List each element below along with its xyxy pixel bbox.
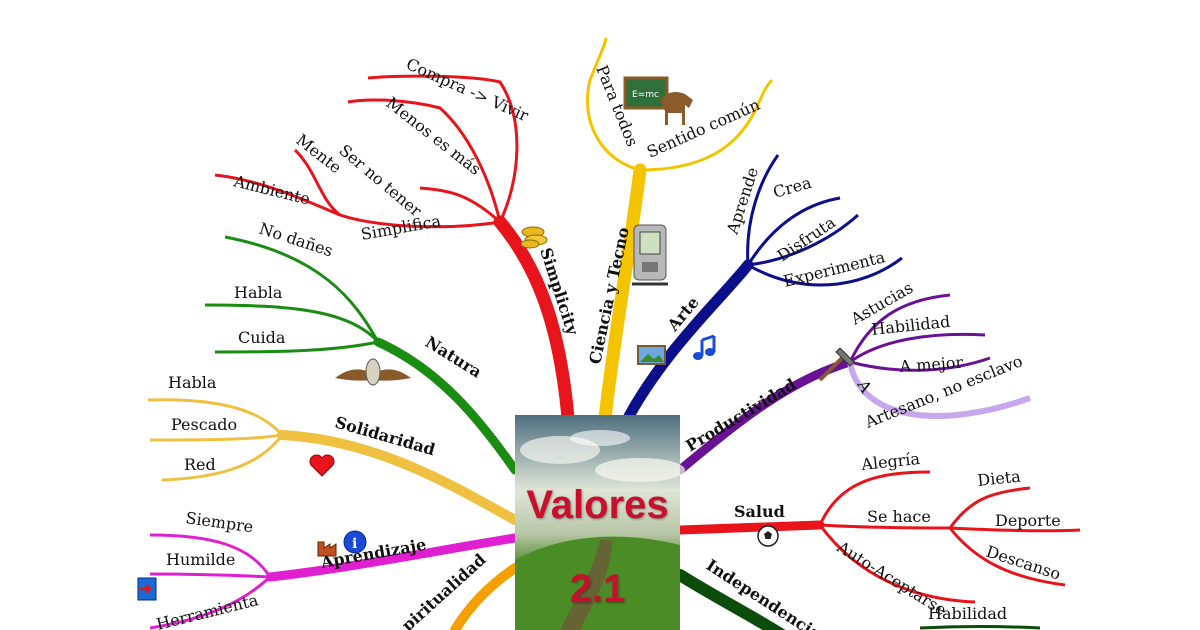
owl-icon: [335, 358, 411, 386]
leaf-no-danes: No dañes: [257, 219, 336, 261]
branch-simplicity[interactable]: [214, 74, 575, 425]
branch-espiritualidad[interactable]: [450, 563, 520, 630]
leaf-disfruta: Disfruta: [774, 212, 840, 265]
leaf-siempre: Siempre: [184, 508, 254, 536]
leaf-habilidad-indep: Habilidad: [928, 604, 1007, 623]
soccer-ball-icon: [757, 525, 779, 547]
leaf-simplifica: Simplifica: [359, 211, 442, 244]
heart-icon: [309, 454, 335, 477]
leaf-pescado: Pescado: [171, 415, 237, 434]
leaf-dieta: Dieta: [976, 466, 1022, 489]
central-topic[interactable]: Valores 2.1: [515, 415, 680, 630]
picture-icon: [637, 345, 666, 365]
branch-arte[interactable]: [622, 154, 903, 424]
branch-natura[interactable]: [204, 235, 520, 475]
leaf-a-mejor: A mejor: [898, 353, 964, 376]
branch-aprendizaje[interactable]: [149, 533, 520, 630]
leaf-crea: Crea: [771, 173, 814, 202]
leaf-alegria: Alegría: [859, 449, 921, 474]
hammer-icon: [818, 347, 855, 382]
coins-icon: [520, 226, 548, 249]
central-topic-version: 2.1: [569, 567, 626, 611]
leaf-habla-solid: Habla: [168, 373, 217, 392]
leaf-humilde: Humilde: [166, 550, 235, 569]
branch-solidaridad[interactable]: [147, 398, 520, 525]
branch-label-productividad: Productividad: [682, 375, 799, 456]
leaf-red: Red: [184, 455, 216, 474]
branch-ciencia[interactable]: [585, 37, 774, 425]
info-icon: i: [343, 530, 367, 554]
svg-text:E=mc: E=mc: [632, 90, 659, 100]
pda-icon: [632, 224, 668, 286]
central-topic-title: Valores: [526, 483, 669, 527]
factory-icon: [317, 541, 337, 557]
branch-independencia[interactable]: [674, 569, 1041, 630]
exit-door-icon[interactable]: [137, 577, 157, 601]
center-image: [515, 415, 685, 630]
leaf-cuida: Cuida: [238, 328, 286, 347]
chalkboard-horse-icon: E=mc: [623, 76, 693, 125]
leaf-deporte: Deporte: [995, 511, 1061, 530]
leaf-ambiente: Ambiente: [231, 171, 312, 208]
svg-text:i: i: [352, 536, 357, 552]
leaf-se-hace: Se hace: [867, 507, 931, 526]
music-note-icon: [693, 334, 716, 360]
branch-label-espiritualidad: piritualidad: [398, 550, 490, 630]
branch-label-salud: Salud: [734, 502, 785, 521]
branch-salud[interactable]: [675, 470, 1081, 604]
leaf-ser-no-tener: Ser no tener: [335, 141, 425, 221]
leaf-habla-natura: Habla: [234, 283, 283, 302]
leaf-herramienta: Herramienta: [154, 590, 260, 630]
